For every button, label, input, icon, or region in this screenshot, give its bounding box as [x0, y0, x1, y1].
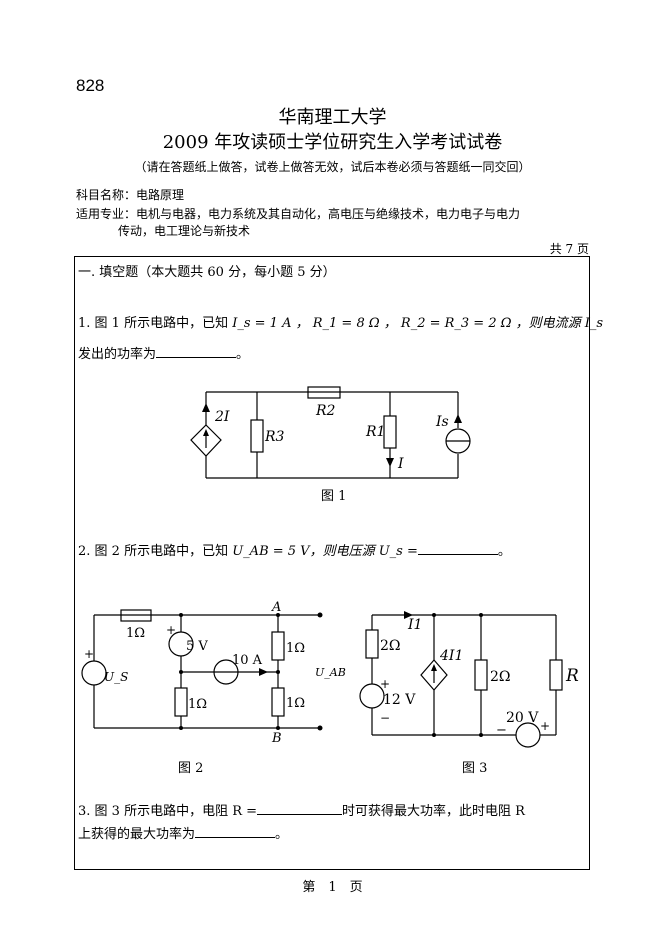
fig3-v20: 20 V — [506, 710, 539, 726]
question-2: 2. 图 2 所示电路中，已知 U_AB = 5 V，则电压源 U_s = 。 — [78, 540, 511, 559]
fig2-uab: U_AB — [315, 666, 346, 679]
fig1-caption: 图 1 — [321, 489, 346, 504]
q1-text: 1. 图 1 所示电路中，已知 — [78, 316, 229, 331]
q3-text: 3. 图 3 所示电路中，电阻 R = — [78, 804, 258, 819]
fig3-v12-plus: + — [380, 677, 390, 691]
q1-given: I_s = 1 A ， R_1 = 8 Ω ， R_2 = R_3 = 2 Ω … — [232, 316, 604, 331]
fig2-r-right-top: 1Ω — [286, 641, 305, 656]
fig2-a: A — [271, 600, 281, 615]
fig2-r-right-bot: 1Ω — [286, 696, 305, 711]
exam-title: 2009 年攻读硕士学位研究生入学考试试卷 — [162, 132, 503, 153]
fig2-us: U_S — [104, 670, 128, 684]
section-title: 一. 填空题（本大题共 60 分，每小题 5 分） — [78, 265, 336, 280]
fig3-i1: I1 — [407, 617, 422, 633]
fig3-caption: 图 3 — [462, 761, 487, 776]
question-3-line-2: 上获得的最大功率为 。 — [78, 823, 288, 842]
fig2-i10: 10 A — [232, 653, 263, 668]
q1-line2: 发出的功率为 — [78, 347, 157, 362]
fig1-r1: R1 — [365, 424, 385, 440]
fig1-i: I — [397, 456, 404, 472]
fig3-r-left: 2Ω — [380, 638, 401, 654]
q3-answer-blank-1 — [257, 801, 343, 815]
fig3-v20-plus: + — [540, 719, 550, 733]
q2-answer-blank — [417, 541, 498, 555]
q1-end: 。 — [236, 347, 250, 362]
fig3-v12-minus: − — [380, 711, 390, 725]
fig3-v20-minus: − — [496, 723, 507, 738]
fig1-r3: R3 — [264, 429, 285, 445]
question-1-line-2: 发出的功率为 。 — [78, 343, 249, 362]
q2-given: U_AB = 5 V，则电压源 U_s = — [232, 544, 418, 559]
fig1-is: Is — [435, 414, 449, 430]
fig1-r2: R2 — [315, 403, 336, 419]
total-pages: 共 7 页 — [549, 242, 589, 256]
fig2-caption: 图 2 — [178, 761, 203, 776]
exam-code: 828 — [76, 76, 105, 95]
q1-answer-blank — [156, 344, 237, 358]
fig2-us-plus: + — [84, 647, 94, 661]
fig3-r-mid: 2Ω — [490, 669, 511, 685]
fig3-r: R — [565, 666, 579, 686]
school-name: 华南理工大学 — [278, 107, 387, 128]
fig3-v12: 12 V — [383, 692, 416, 708]
fig2-v5: 5 V — [186, 639, 208, 654]
exam-note: （请在答题纸上做答，试卷上做答无效，试后本卷必须与答题纸一同交回） — [134, 160, 531, 174]
q2-end: 。 — [497, 544, 511, 559]
page-footer: 第 1 页 — [302, 880, 363, 895]
question-1: 1. 图 1 所示电路中，已知 I_s = 1 A ， R_1 = 8 Ω ， … — [78, 312, 603, 331]
q3-line2: 上获得的最大功率为 — [78, 827, 196, 842]
question-box — [74, 256, 590, 870]
question-3: 3. 图 3 所示电路中，电阻 R = 时可获得最大功率，此时电阻 R — [78, 800, 525, 819]
fig1-dep-label: 2I — [214, 409, 230, 425]
fig3-dep: 4I1 — [439, 648, 463, 664]
fig2-b: B — [271, 731, 282, 746]
fig2-r-mid: 1Ω — [188, 697, 207, 712]
q3-text-2: 时可获得最大功率，此时电阻 R — [342, 804, 525, 819]
q3-answer-blank-2 — [195, 824, 276, 838]
majors-line-2: 传动，电工理论与新技术 — [118, 224, 251, 238]
fig2-plus: + — [166, 623, 176, 637]
fig2-r-top: 1Ω — [126, 626, 145, 641]
q3-end: 。 — [275, 827, 289, 842]
subject-line: 科目名称：电路原理 — [76, 188, 185, 202]
q2-text: 2. 图 2 所示电路中，已知 — [78, 544, 229, 559]
majors-line-1: 适用专业：电机与电器，电力系统及其自动化，高电压与绝缘技术，电力电子与电力 — [76, 207, 521, 221]
